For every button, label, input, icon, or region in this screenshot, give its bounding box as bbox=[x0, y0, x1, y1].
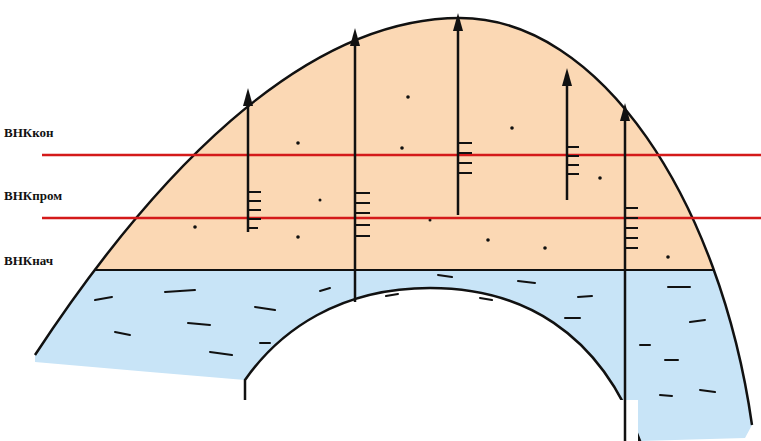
contact-label: ВНКпром bbox=[4, 189, 62, 203]
final-contact-line bbox=[42, 154, 761, 157]
current-contact-line bbox=[42, 217, 761, 220]
contact-line bbox=[0, 269, 761, 271]
water-dashes bbox=[95, 275, 715, 396]
bottom-ground bbox=[240, 400, 638, 441]
wells bbox=[243, 13, 630, 441]
sand-dots bbox=[193, 95, 670, 259]
oil-zone bbox=[35, 18, 752, 270]
water-zone bbox=[35, 18, 752, 441]
perforations bbox=[248, 143, 638, 248]
contact-label: ВНКнач bbox=[4, 254, 53, 268]
contact-label: ВНКкон bbox=[4, 126, 54, 140]
